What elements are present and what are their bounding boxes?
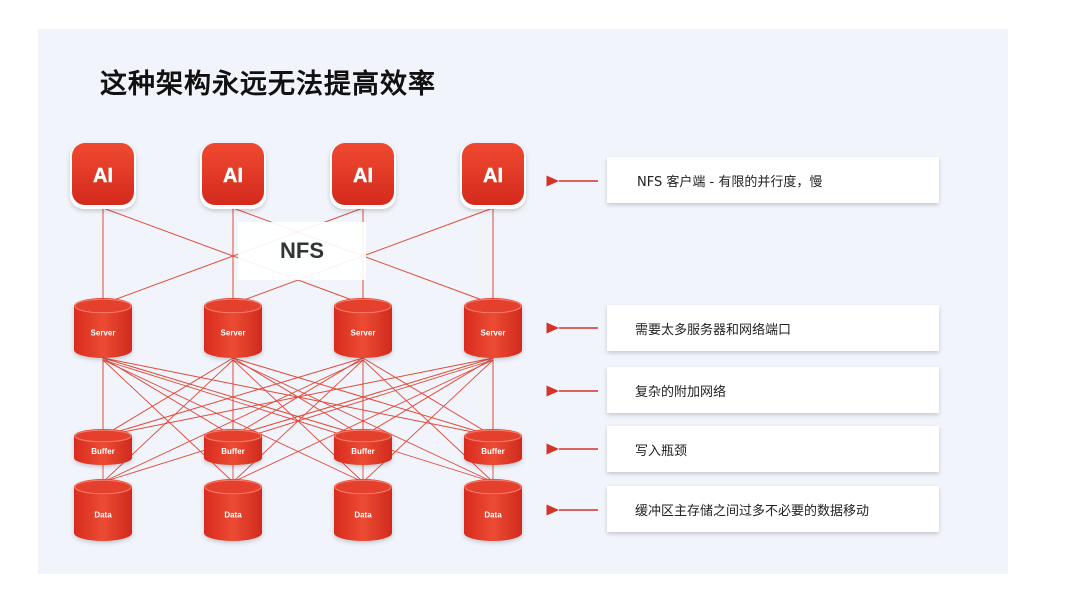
ai-node-3: AI: [330, 143, 396, 209]
buffer-node-4: Buffer: [464, 429, 522, 465]
callout-text: 写入瓶颈: [635, 443, 688, 459]
server-node-4-label: Server: [481, 328, 506, 337]
ai-node-2: AI: [200, 143, 266, 209]
data-node-2: Data: [204, 479, 262, 541]
ai-node-4: AI: [460, 143, 526, 209]
data-node-4-label: Data: [484, 510, 502, 519]
buffer-node-2: Buffer: [204, 429, 262, 465]
server-buffer-link: [102, 357, 234, 437]
buffer-node-1: Buffer: [74, 429, 132, 465]
server-node-1-label: Server: [91, 328, 116, 337]
ai-label: AI: [483, 165, 503, 187]
callout-box-3: 复杂的附加网络: [607, 367, 939, 413]
callout-text: 复杂的附加网络: [635, 384, 727, 400]
data-node-3-label: Data: [354, 510, 372, 519]
ai-label: AI: [353, 165, 373, 187]
server-node-4: Server: [464, 298, 522, 358]
data-node-2-label: Data: [224, 510, 242, 519]
server-node-1: Server: [74, 298, 132, 358]
ai-node-1: AI: [70, 143, 136, 209]
nfs-label: NFS: [280, 238, 324, 263]
ai-label: AI: [223, 165, 243, 187]
callout-text: NFS 客户端 - 有限的并行度，慢: [637, 174, 823, 190]
server-node-3-label: Server: [351, 328, 376, 337]
nfs-label-box: [238, 222, 366, 280]
buffer-node-2-label: Buffer: [221, 447, 245, 456]
server-node-2-label: Server: [221, 328, 246, 337]
callout-box-1: NFS 客户端 - 有限的并行度，慢: [607, 157, 939, 203]
server-node-2: Server: [204, 298, 262, 358]
server-data-link: [102, 359, 494, 483]
data-node-1: Data: [74, 479, 132, 541]
buffer-node-3: Buffer: [334, 429, 392, 465]
buffer-node-1-label: Buffer: [91, 447, 115, 456]
data-node-1-label: Data: [94, 510, 112, 519]
data-node-3: Data: [334, 479, 392, 541]
slide-background: [38, 29, 1008, 574]
server-buffer-link: [232, 357, 494, 437]
buffer-node-4-label: Buffer: [481, 447, 505, 456]
callout-text: 缓冲区主存储之间过多不必要的数据移动: [635, 503, 870, 519]
callout-box-2: 需要太多服务器和网络端口: [607, 305, 939, 351]
server-buffer-link: [362, 357, 494, 437]
server-data-link: [232, 359, 494, 483]
buffer-node-3-label: Buffer: [351, 447, 375, 456]
ai-label: AI: [93, 165, 113, 187]
server-node-3: Server: [334, 298, 392, 358]
server-buffer-link: [102, 357, 364, 437]
callout-text: 需要太多服务器和网络端口: [635, 322, 792, 338]
callout-box-4: 写入瓶颈: [607, 426, 939, 472]
page-title: 这种架构永远无法提高效率: [100, 69, 436, 100]
callout-box-5: 缓冲区主存储之间过多不必要的数据移动: [607, 486, 939, 532]
server-data-link: [102, 359, 364, 483]
server-buffer-link: [102, 357, 494, 437]
data-node-4: Data: [464, 479, 522, 541]
